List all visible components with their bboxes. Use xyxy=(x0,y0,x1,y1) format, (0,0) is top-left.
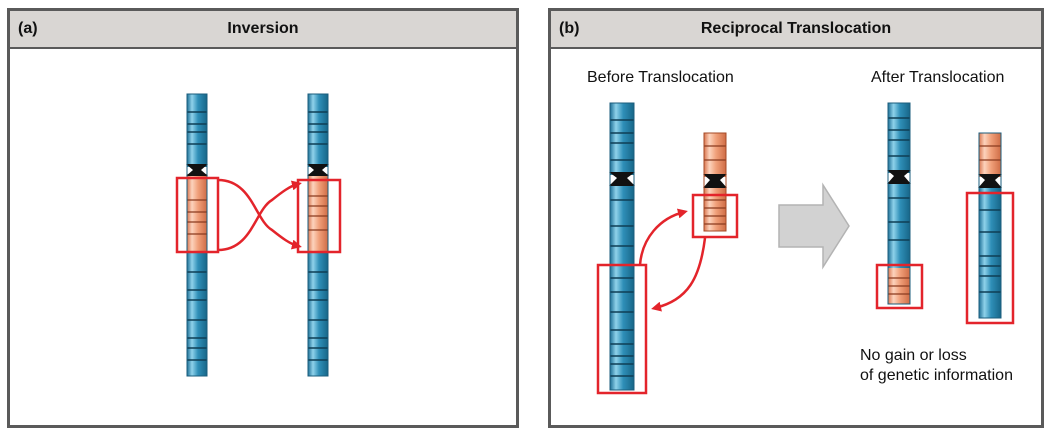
curved-arrow-icon xyxy=(217,178,302,252)
chromosome-icon xyxy=(186,93,208,377)
translocated-segment-box xyxy=(596,263,648,395)
chromosome-icon xyxy=(887,102,911,305)
panel-title: Inversion xyxy=(227,20,299,37)
note-line-2: of genetic information xyxy=(860,367,1013,384)
chromosome-icon xyxy=(703,132,727,232)
inverted-segment-box xyxy=(296,178,342,254)
right-arrow-icon xyxy=(778,182,850,270)
translocated-segment-box xyxy=(965,191,1015,325)
panel-inversion: (a) Inversion xyxy=(7,8,519,428)
panel-letter: (b) xyxy=(559,20,580,37)
after-translocation-label: After Translocation xyxy=(871,69,1005,86)
panel-title: Reciprocal Translocation xyxy=(700,20,892,37)
chromosome-diagram xyxy=(175,93,1015,395)
panel-letter: (a) xyxy=(18,20,38,37)
chromosome-icon xyxy=(609,102,635,391)
panel-header: (b) Reciprocal Translocation xyxy=(551,11,1041,49)
inverted-segment-box xyxy=(175,176,220,254)
translocated-segment-box xyxy=(691,193,739,239)
translocated-segment-box xyxy=(875,263,924,310)
curved-arrow-icon xyxy=(638,208,707,312)
panel-header: (a) Inversion xyxy=(10,11,516,49)
before-translocation-label: Before Translocation xyxy=(587,69,734,86)
chromosome-icon xyxy=(307,93,329,377)
note-line-1: No gain or loss xyxy=(860,347,967,364)
chromosome-icon xyxy=(978,132,1002,319)
